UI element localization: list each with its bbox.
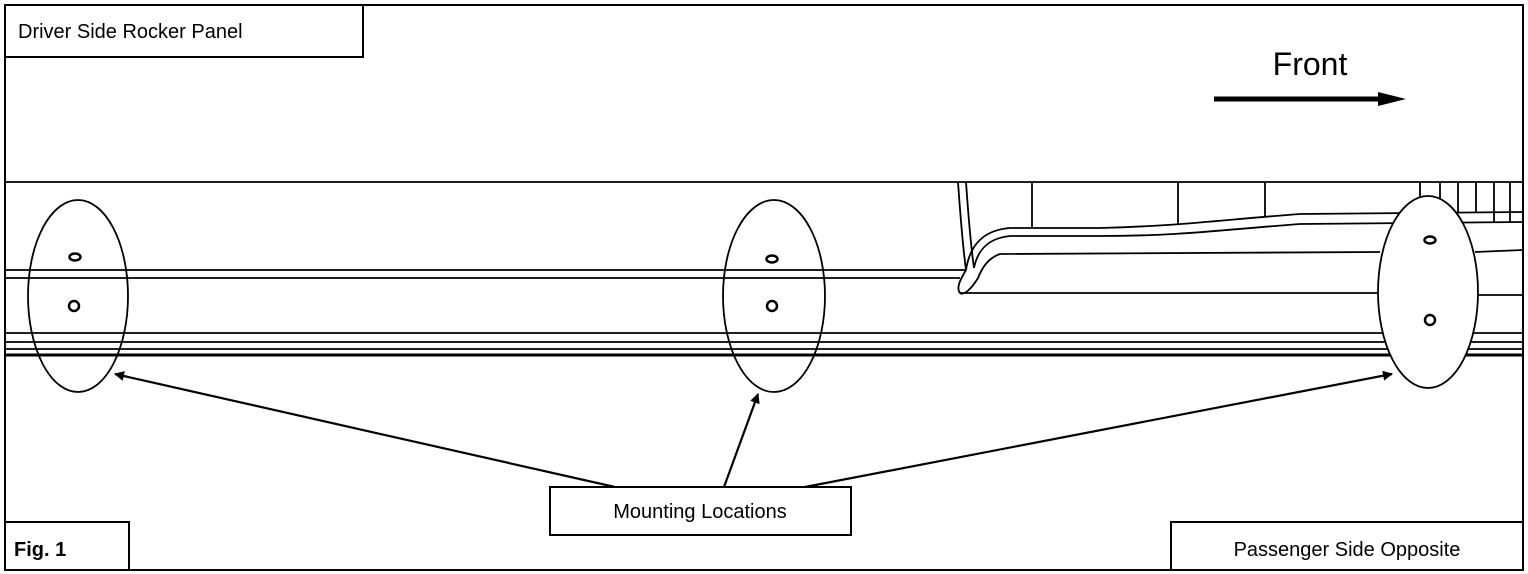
mounting-hole: [68, 252, 82, 262]
callout-box: [549, 486, 852, 536]
direction-label: Front: [1273, 46, 1348, 82]
mounting-hole: [765, 254, 779, 264]
mounting-location-middle: [722, 199, 826, 393]
callout-label: Mounting Locations: [613, 501, 786, 523]
mounting-hole: [67, 299, 81, 313]
mounting-location-front: [1377, 195, 1479, 389]
mounting-hole: [1423, 235, 1437, 245]
diagram-title: Driver Side Rocker Panel: [18, 21, 243, 43]
outer-frame: [4, 4, 1524, 571]
note-label: Passenger Side Opposite: [1234, 539, 1461, 561]
callout-arrow-middle: [722, 393, 760, 488]
right-arrow-icon: [1214, 92, 1406, 106]
note-box: [1170, 521, 1524, 571]
rocker-panel-lines: [5, 269, 1523, 357]
title-box: [4, 4, 364, 58]
figure-label: Fig. 1: [14, 539, 66, 561]
callout-arrow-rear: [114, 371, 616, 489]
callout-arrows: [114, 370, 1393, 489]
mounting-location-rear: [27, 199, 129, 393]
mounting-hole: [765, 299, 779, 313]
callout-arrow-front: [804, 370, 1393, 489]
mounting-hole: [1423, 313, 1437, 327]
body-structure: [957, 181, 1524, 296]
figure-box: [4, 521, 130, 571]
